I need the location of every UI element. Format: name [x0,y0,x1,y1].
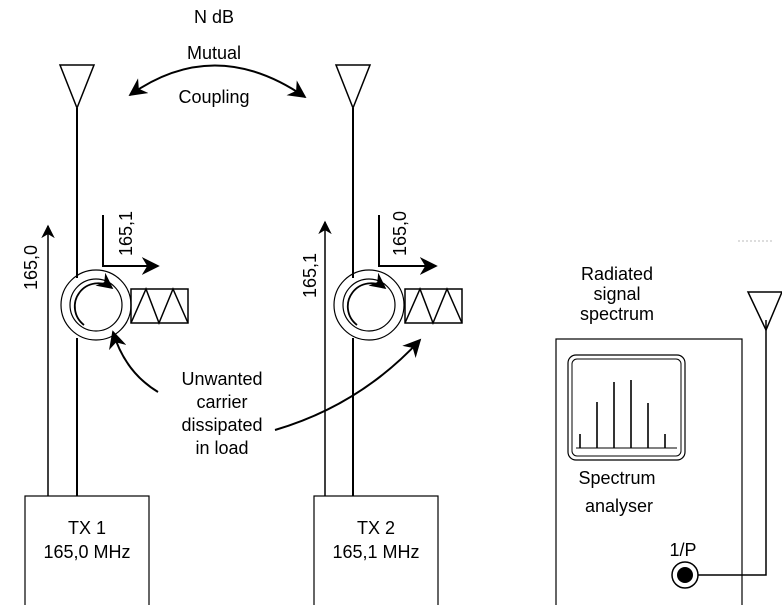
analyser-screen-inner [571,358,682,457]
analyser-screen [567,354,686,461]
tx1-frequency: 165,0 MHz [43,542,130,562]
load-note-line-1: Unwanted [181,369,262,389]
tx2-reflected-label: 165,0 [390,211,410,256]
circulator-icon [333,269,405,341]
antenna-icon [58,64,96,278]
coupling-arrow [128,64,307,99]
tx2-name: TX 2 [357,518,395,538]
coupling-level: N dB [194,7,234,27]
input-cable [698,320,767,576]
circulator-icon [60,269,132,341]
analyser-label-1: Spectrum [578,468,655,488]
tx1-reflected-label: 165,1 [116,211,136,256]
radiated-line-2: signal [593,284,640,304]
load-icon [130,287,189,326]
tx2-box [313,495,439,605]
tx1-name: TX 1 [68,518,106,538]
antenna-icon [746,291,782,332]
reflected-arrow [102,215,160,275]
input-connector-icon[interactable] [671,561,699,589]
spectrum-analyser: Radiated signal spectrum Spectrum analys… [555,264,782,605]
load-icon [404,287,463,326]
reflected-arrow [378,215,438,275]
tx1-chain: 165,0 165,1 TX 1 165,0 MHz [21,64,189,605]
coupling-label-1: Mutual [187,43,241,63]
radiated-line-3: spectrum [580,304,654,324]
tx1-forward-label: 165,0 [21,245,41,290]
input-label: 1/P [669,540,696,560]
load-note-arrow-left [109,330,159,393]
radiated-line-1: Radiated [581,264,653,284]
antenna-icon [334,64,372,278]
mutual-coupling: N dB Mutual Coupling [128,7,307,107]
load-note-line-2: carrier [196,392,247,412]
coupling-label-2: Coupling [178,87,249,107]
load-note: Unwanted carrier dissipated in load [109,330,422,458]
tx2-frequency: 165,1 MHz [332,542,419,562]
load-note-arrow-right [274,338,422,431]
analyser-cabinet [555,338,743,605]
load-note-line-3: dissipated [181,415,262,435]
spectrum-lines [576,380,677,449]
tx1-box [24,495,150,605]
load-note-line-4: in load [195,438,248,458]
tx2-forward-label: 165,1 [300,253,320,298]
analyser-label-2: analyser [585,496,653,516]
tx2-chain: 165,1 165,0 TX 2 165,1 MHz [300,64,463,605]
